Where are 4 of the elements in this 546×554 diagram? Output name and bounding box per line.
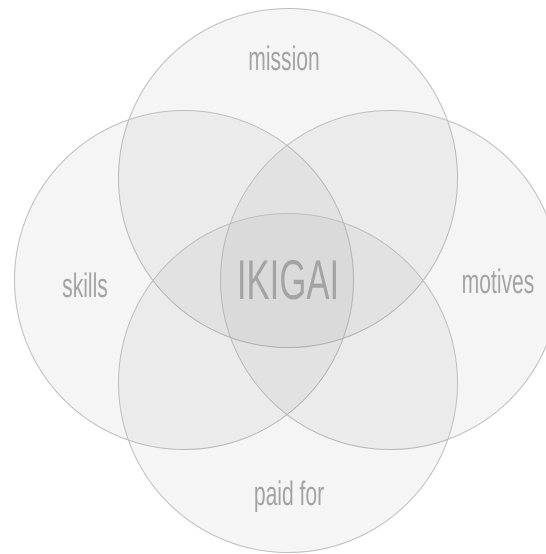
circle-label: paid for — [254, 477, 324, 511]
circle-label: skills — [62, 269, 108, 303]
circle-label: mission — [248, 42, 320, 76]
circle-label: motives — [462, 265, 534, 299]
